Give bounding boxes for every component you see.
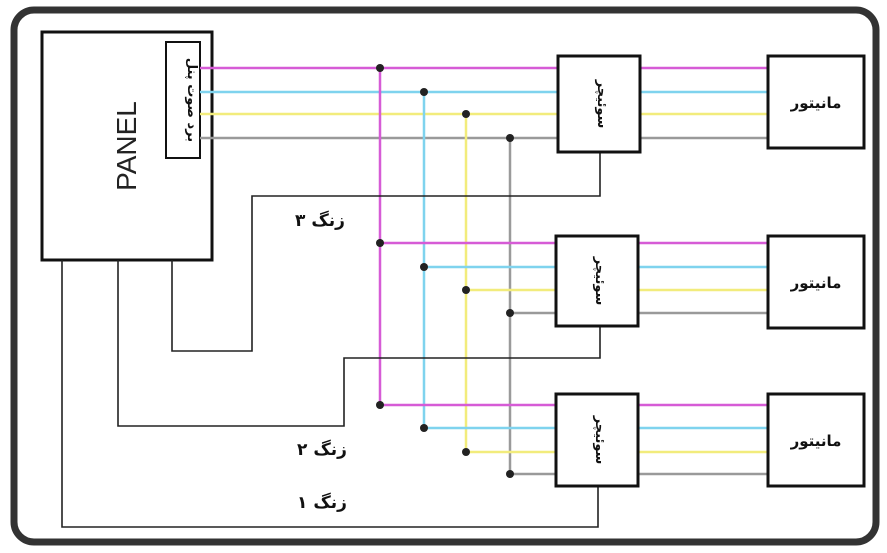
- junction-dot: [420, 88, 428, 96]
- switcher-label: سوئیچر: [592, 256, 607, 306]
- bell-3-wire: [171, 152, 601, 352]
- bell-2-label: زنگ ۲: [297, 439, 347, 460]
- switcher-1: سوئیچر: [556, 54, 642, 154]
- monitor-wires: [638, 66, 768, 476]
- junction-dot: [420, 424, 428, 432]
- bus-risers: [378, 68, 512, 474]
- switcher-box: [554, 234, 640, 328]
- bus-wires-row-2: [380, 241, 558, 315]
- panel-audio-board-label: برد صوت پنل: [184, 58, 199, 142]
- junction-dot: [462, 110, 470, 118]
- switcher-box: [554, 392, 640, 488]
- switcher-label: سوئیچر: [592, 415, 607, 465]
- bell-3-label: زنگ ۳: [295, 210, 345, 231]
- switcher-2: سوئیچر: [554, 234, 640, 328]
- switcher-box: [556, 54, 642, 154]
- monitor-label: مانیتور: [790, 94, 842, 112]
- monitor-box: [766, 54, 866, 150]
- junction-dot: [506, 470, 514, 478]
- junction-dot: [376, 64, 384, 72]
- switcher-3: سوئیچر: [554, 392, 640, 488]
- bus-wires-row-3: [380, 403, 558, 476]
- switcher-label: سوئیچر: [594, 79, 609, 129]
- junction-dot: [376, 239, 384, 247]
- bell-2-wire: [117, 260, 601, 427]
- monitor-2: مانیتور: [766, 234, 866, 330]
- monitor-label: مانیتور: [790, 432, 842, 450]
- monitor-3: مانیتور: [766, 392, 866, 488]
- monitor-box: [766, 234, 866, 330]
- monitor-label: مانیتور: [790, 274, 842, 292]
- junction-dot: [506, 134, 514, 142]
- bell-wires: [61, 152, 601, 528]
- junction-dot: [376, 401, 384, 409]
- junction-dots: [376, 64, 514, 478]
- monitor-1: مانیتور: [766, 54, 866, 150]
- panel-audio-board: [165, 41, 201, 159]
- junction-dot: [462, 286, 470, 294]
- panel-title: PANEL: [111, 101, 142, 191]
- junction-dot: [420, 263, 428, 271]
- bell-1-label: زنگ ۱: [297, 492, 347, 513]
- monitor-box: [766, 392, 866, 488]
- bell-1-wire: [61, 260, 599, 528]
- junction-dot: [462, 448, 470, 456]
- outer-frame: [10, 6, 880, 546]
- junction-dot: [506, 309, 514, 317]
